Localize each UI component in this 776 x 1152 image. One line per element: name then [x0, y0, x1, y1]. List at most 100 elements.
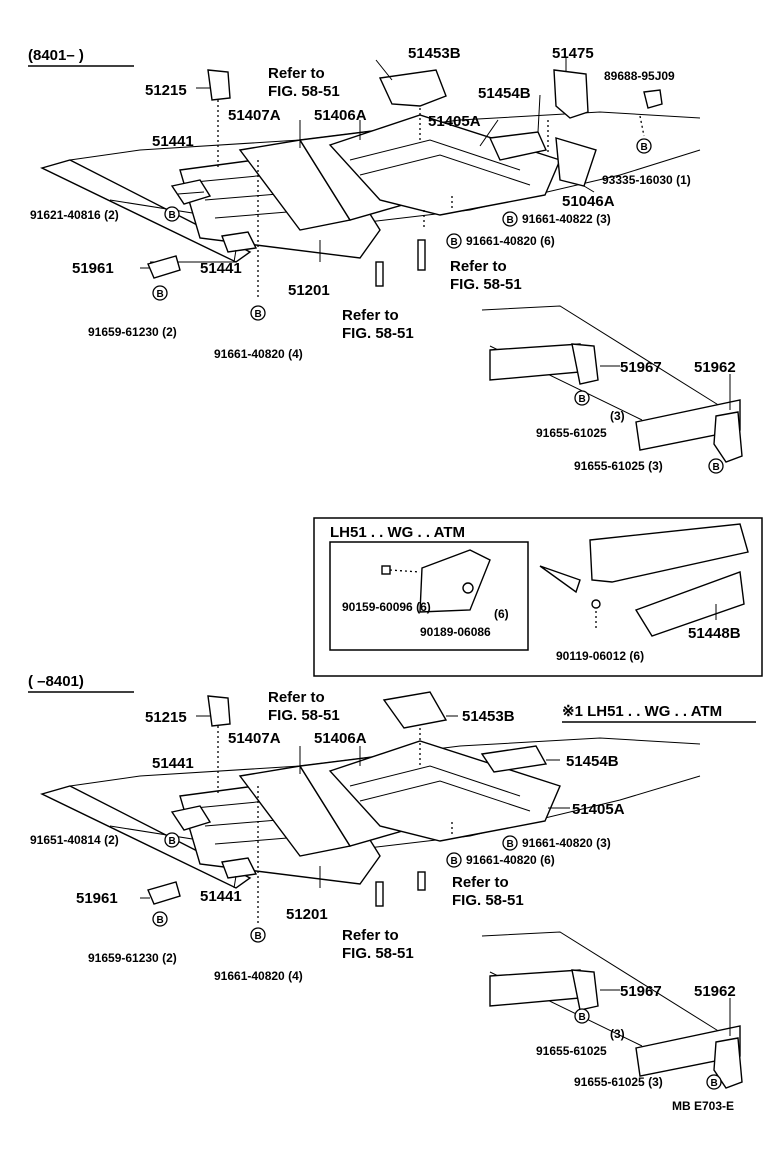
bolt-refer-58-51-a	[375, 261, 384, 287]
label-refer-to-3-b: Refer to	[342, 927, 399, 944]
label-51453B: 51453B	[408, 45, 461, 62]
label-51962-b: 51962	[694, 983, 736, 1000]
top-range-heading: (8401– )	[28, 47, 84, 64]
label-51405A-b: 51405A	[572, 801, 625, 818]
label-51405A: 51405A	[428, 113, 481, 130]
svg-text:B: B	[255, 931, 262, 942]
bolt-marker-top-8: B	[708, 458, 724, 474]
svg-text:B: B	[255, 309, 262, 320]
bracket-51215-b	[207, 695, 231, 727]
label-91659-61230: 91659-61230 (2)	[88, 325, 177, 339]
label-91661-40820-6-b: 91661-40820 (6)	[466, 853, 555, 867]
label-51453B-b: 51453B	[462, 708, 515, 725]
bolt-refer-58-51-c	[375, 881, 384, 907]
label-51441-b: 51441	[200, 260, 242, 277]
label-91655-61025-a: 91655-61025	[536, 426, 607, 440]
label-51407A: 51407A	[228, 107, 281, 124]
label-91661-40820-6: 91661-40820 (6)	[466, 234, 555, 248]
bolt-marker-top-3: B	[446, 233, 462, 249]
label-51961-b: 51961	[76, 890, 118, 907]
svg-text:B: B	[169, 836, 176, 847]
label-51475: 51475	[552, 45, 594, 62]
bolt-refer-58-51-d	[417, 871, 426, 891]
svg-text:B: B	[579, 394, 586, 405]
bolt-refer-58-51-b	[417, 239, 426, 271]
bracket-51962	[713, 411, 743, 463]
inset-nut-90189	[462, 582, 474, 594]
label-fig-58-51-3: FIG. 58-51	[342, 325, 414, 342]
bracket-51967	[571, 343, 599, 385]
inset-frame	[313, 517, 763, 677]
label-91659-61230-b: 91659-61230 (2)	[88, 951, 177, 965]
label-51454B: 51454B	[478, 85, 531, 102]
bolt-marker-bottom-5: B	[250, 927, 266, 943]
svg-text:B: B	[641, 142, 648, 153]
label-51407A-b: 51407A	[228, 730, 281, 747]
svg-text:B: B	[711, 1078, 718, 1089]
bolt-marker-bottom-7: B	[706, 1074, 722, 1090]
svg-text:B: B	[169, 210, 176, 221]
bolt-marker-top-1: B	[164, 206, 180, 222]
label-fig-58-51-3-b: FIG. 58-51	[342, 945, 414, 962]
label-refer-to-1: Refer to	[268, 65, 325, 82]
label-91661-40820-4: 91661-40820 (4)	[214, 347, 303, 361]
bracket-51454B-b	[480, 745, 548, 773]
svg-text:B: B	[713, 462, 720, 473]
label-90189-qty: (6)	[494, 607, 509, 621]
label-91655-61025-a-b: 91655-61025	[536, 1044, 607, 1058]
bolt-marker-top-2: B	[502, 211, 518, 227]
top-section: (8401– )	[28, 45, 743, 474]
label-51441-b-b: 51441	[200, 888, 242, 905]
label-51967-b: 51967	[620, 983, 662, 1000]
spacer-51441-b-b	[221, 857, 258, 879]
label-51406A: 51406A	[314, 107, 367, 124]
inset-rail	[589, 523, 749, 583]
label-89688-95J09: 89688-95J09	[604, 69, 675, 83]
bolt-marker-top-4: B	[636, 138, 652, 154]
spacer-51441-b	[221, 231, 258, 253]
label-51201-b: 51201	[286, 906, 328, 923]
label-91651-40814: 91651-40814 (2)	[30, 833, 119, 847]
svg-text:B: B	[451, 856, 458, 867]
clip-89688	[643, 89, 663, 109]
label-51406A-b: 51406A	[314, 730, 367, 747]
label-91661-40820-4-b: 91661-40820 (4)	[214, 969, 303, 983]
inset-subframe	[329, 541, 529, 651]
bolt-marker-top-6: B	[250, 305, 266, 321]
svg-text:B: B	[507, 215, 514, 226]
label-51962: 51962	[694, 359, 736, 376]
bottom-note: ※1 LH51 . . WG . . ATM	[562, 703, 722, 720]
bracket-51454B	[488, 131, 547, 161]
label-fig-58-51-1: FIG. 58-51	[268, 83, 340, 100]
inset-bracket-51448B	[634, 571, 745, 637]
frame-crossmember-left-b	[40, 785, 252, 889]
svg-text:B: B	[157, 289, 164, 300]
label-refer-to-3: Refer to	[342, 307, 399, 324]
bolt-marker-top-7: B	[574, 390, 590, 406]
inset-title: LH51 . . WG . . ATM	[330, 524, 465, 541]
svg-text:B: B	[579, 1012, 586, 1023]
rear-rail-section-b	[489, 969, 581, 1007]
label-51961: 51961	[72, 260, 114, 277]
spacer-51441-a-b	[170, 805, 212, 831]
label-90159-60096: 90159-60096 (6)	[342, 600, 431, 614]
crossmember-51405A-b	[328, 740, 561, 842]
label-51215: 51215	[145, 82, 187, 99]
frame-crossmember-left	[40, 159, 252, 263]
spacer-51441-a	[170, 179, 212, 205]
inset-bolt-90159	[381, 565, 391, 575]
label-51441-a-b: 51441	[152, 755, 194, 772]
bolt-marker-bottom-1: B	[164, 832, 180, 848]
label-refer-to-2-b: Refer to	[452, 874, 509, 891]
label-refer-to-2: Refer to	[450, 258, 507, 275]
label-51201: 51201	[288, 282, 330, 299]
bracket-51046A	[555, 137, 597, 187]
bracket-51475	[553, 69, 589, 119]
bracket-51215	[207, 69, 231, 101]
label-91655-61025-b-b: 91655-61025 (3)	[574, 1075, 663, 1089]
label-90119-06012: 90119-06012 (6)	[556, 649, 644, 663]
bottom-section: ( –8401) ※1 LH51 . . WG . . ATM	[28, 673, 756, 1090]
bracket-51961	[147, 255, 181, 279]
bracket-51453B-b	[382, 691, 448, 729]
